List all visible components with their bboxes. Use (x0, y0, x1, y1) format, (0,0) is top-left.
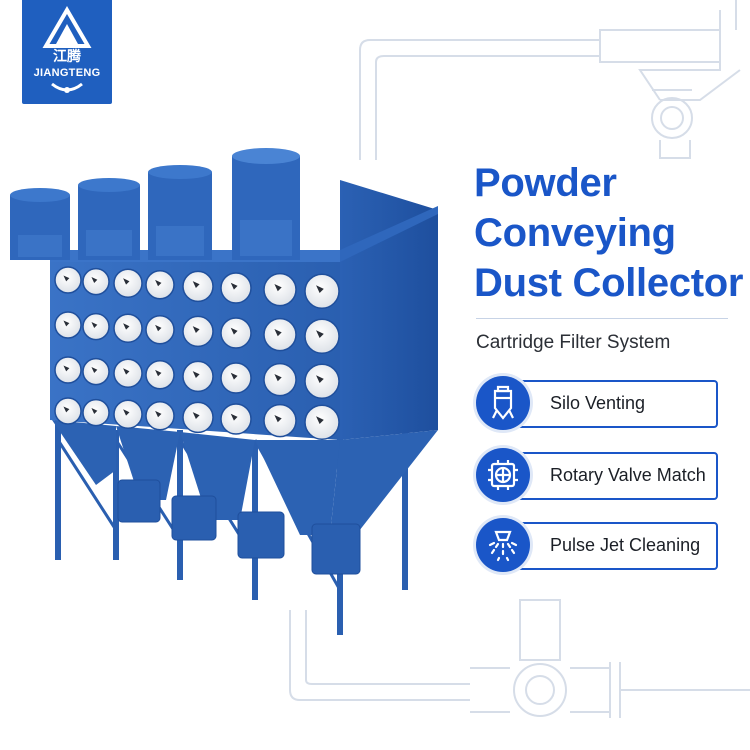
filter-cartridge-port (145, 270, 175, 300)
port-valve-mark (316, 330, 324, 338)
filter-cartridge-port (304, 363, 340, 399)
port-valve-mark (63, 365, 70, 372)
filter-cartridge-port (82, 357, 110, 386)
port-valve-mark (192, 412, 200, 419)
port-valve-mark (63, 275, 70, 282)
port-valve-mark (274, 329, 282, 337)
filter-cartridge-port (304, 318, 340, 354)
feature-label: Pulse Jet Cleaning (550, 535, 701, 555)
brand-logo: 江腾 JIANGTENG (22, 0, 112, 104)
port-valve-mark (192, 281, 200, 288)
feature-label: Silo Venting (550, 393, 646, 413)
filter-cartridge-port (263, 362, 297, 397)
port-valve-mark (230, 282, 238, 290)
filter-cartridge-port (220, 403, 252, 435)
port-valve-mark (155, 369, 162, 377)
headline: Powder Conveying Dust Collector (474, 158, 750, 308)
filter-cartridge-port (54, 311, 82, 339)
port-valve-mark (123, 323, 130, 330)
subtitle: Cartridge Filter System (476, 332, 671, 353)
port-valve-mark (192, 326, 200, 333)
port-valve-mark (316, 375, 324, 383)
filter-cartridge-port (145, 360, 175, 390)
triangle-mountain-icon (42, 6, 92, 93)
rotary-valve-icon (476, 448, 530, 502)
port-valve-mark (230, 372, 238, 380)
port-valve-mark (123, 368, 130, 375)
filter-cartridge-port (54, 266, 82, 294)
filter-cartridge-port (220, 272, 252, 304)
port-valve-mark (91, 408, 98, 414)
port-valve-mark (123, 278, 130, 285)
filter-cartridge-port (82, 398, 110, 427)
feature-silo-venting: Silo Venting (476, 376, 718, 434)
filter-cartridge-port (220, 317, 252, 349)
port-valve-mark (230, 327, 238, 335)
port-valve-mark (155, 279, 162, 287)
filter-cartridge-port (182, 315, 214, 348)
feature-pill: Silo Venting (500, 380, 718, 428)
feature-pill: Pulse Jet Cleaning (500, 522, 718, 570)
divider (476, 318, 728, 319)
port-valve-mark (155, 410, 162, 418)
filter-cartridge-port (82, 267, 110, 296)
silo-icon (476, 376, 530, 430)
port-valve-mark (192, 371, 200, 378)
headline-line-3: Dust Collector (474, 261, 744, 305)
port-valve-mark (63, 320, 70, 327)
port-valve-mark (316, 416, 324, 424)
filter-cartridge-port (182, 360, 214, 393)
feature-pulse-jet-cleaning: Pulse Jet Cleaning (476, 518, 718, 576)
brand-name: JIANGTENG (33, 67, 101, 79)
port-valve-mark (91, 322, 98, 328)
feature-label: Rotary Valve Match (550, 465, 706, 485)
port-valve-mark (63, 406, 70, 413)
filter-cartridge-port (113, 358, 143, 388)
dust-collector-illustration (10, 148, 438, 635)
filter-cartridge-port (263, 403, 297, 438)
filter-cartridge-port (113, 268, 143, 298)
filter-cartridge-port (82, 312, 110, 341)
pulse-jet-icon (476, 518, 530, 572)
port-valve-mark (123, 409, 130, 416)
port-valve-mark (91, 367, 98, 373)
port-valve-mark (274, 284, 282, 292)
filter-cartridge-port (113, 399, 143, 429)
filter-cartridge-port (263, 317, 297, 352)
filter-cartridge-port (54, 356, 82, 384)
port-valve-mark (91, 277, 98, 283)
filter-cartridge-port (220, 362, 252, 394)
feature-rotary-valve-match: Rotary Valve Match (476, 448, 718, 506)
filter-cartridge-port (145, 315, 175, 345)
filter-cartridge-port (145, 401, 175, 431)
filter-cartridge-port (182, 401, 214, 434)
port-valve-mark (155, 324, 162, 332)
filter-cartridge-port (113, 313, 143, 343)
filter-cartridge-port (304, 404, 340, 440)
port-valve-mark (274, 415, 282, 423)
port-valve-mark (230, 413, 238, 421)
filter-cartridge-port (54, 397, 82, 425)
port-valve-mark (274, 374, 282, 382)
headline-line-1: Powder (474, 161, 617, 205)
brand-logo-glyph: 江腾 (53, 49, 81, 65)
filter-cartridge-port (182, 270, 214, 303)
headline-line-2: Conveying (474, 211, 676, 255)
filter-cartridge-port (263, 272, 297, 307)
filter-cartridge-port (304, 273, 340, 309)
feature-pill: Rotary Valve Match (500, 452, 718, 500)
port-valve-mark (316, 285, 324, 293)
